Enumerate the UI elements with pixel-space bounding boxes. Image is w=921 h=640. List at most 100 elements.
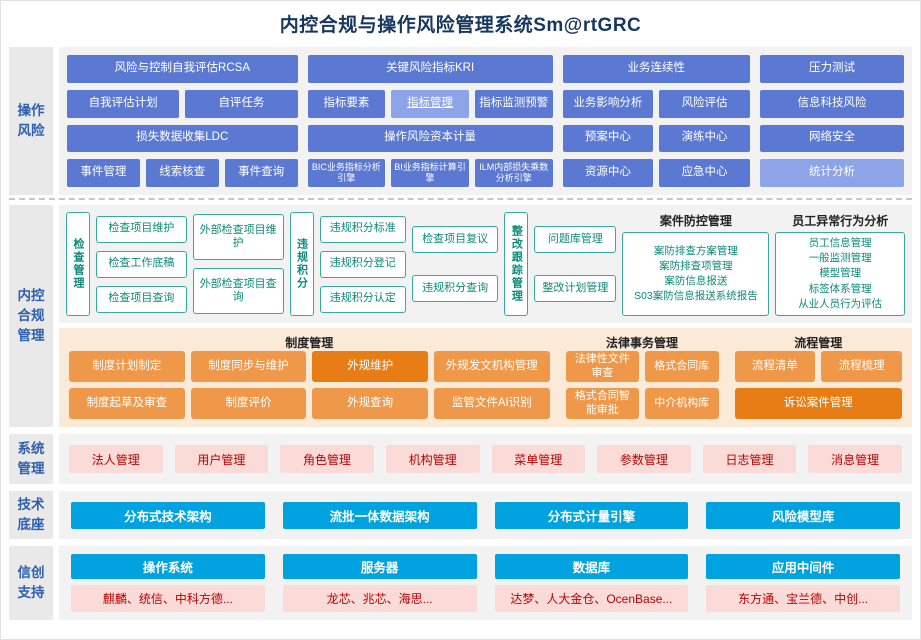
module-intermediary-lib: 中介机构库 bbox=[645, 388, 719, 419]
legal-grid: 法律性文件审查 格式合同库 格式合同智能审批 中介机构库 bbox=[565, 351, 719, 419]
employee-behavior-item: 一般监测管理 bbox=[808, 252, 872, 265]
process-mgmt-title: 流程管理 bbox=[794, 336, 843, 350]
module-distributed-engine: 分布式计量引擎 bbox=[494, 501, 689, 529]
module-plan-center: 预案中心 bbox=[562, 124, 654, 153]
rectify-col: 问题库管理 整改计划管理 bbox=[534, 212, 617, 316]
xinchuang-col-database: 数据库 达梦、人大金仓、OcenBase... bbox=[494, 554, 689, 612]
employee-behavior-item: 从业人员行为评估 bbox=[798, 297, 883, 310]
inspection-col-2: 外部检查项目维护 外部检查项目查询 bbox=[192, 212, 284, 316]
module-process-list: 流程清单 bbox=[734, 351, 816, 382]
band-compliance: 内控 合规 管理 检查管理 检查项目维护 检查工作底稿 检查项目查询 外部检查项… bbox=[9, 205, 912, 427]
module-violation-standard: 违规积分标准 bbox=[319, 215, 406, 243]
module-menu-mgmt: 菜单管理 bbox=[491, 445, 586, 473]
module-business-continuity-header: 业务连续性 bbox=[562, 55, 750, 83]
module-violation-register: 违规积分登记 bbox=[319, 250, 406, 278]
module-ilm-engine: ILM内部损失乘数分析引擎 bbox=[474, 159, 553, 187]
side-label-tech-base: 技术 底座 bbox=[9, 491, 53, 539]
dashed-separator bbox=[9, 198, 912, 200]
module-policy-evaluation: 制度评价 bbox=[190, 388, 307, 419]
op-col-business-continuity: 业务连续性 业务影响分析 风险评估 预案中心 演练中心 资源中心 应急中心 bbox=[562, 55, 750, 187]
module-event-mgmt: 事件管理 bbox=[67, 159, 140, 187]
legal-affairs-title: 法律事务管理 bbox=[606, 336, 679, 350]
module-bic-engine: BIC业务指标分析引擎 bbox=[307, 159, 386, 187]
module-resource-center: 资源中心 bbox=[562, 159, 654, 187]
module-corp-mgmt: 法人管理 bbox=[69, 445, 163, 473]
server-header: 服务器 bbox=[282, 554, 477, 579]
employee-behavior-item: 员工信息管理 bbox=[808, 237, 872, 250]
module-emergency-center: 应急中心 bbox=[659, 159, 750, 187]
op-col-rcsa-ldc: 风险与控制自我评估RCSA 自我评估计划 自评任务 损失数据收集LDC 事件管理… bbox=[67, 55, 298, 187]
module-litigation-mgmt: 诉讼案件管理 bbox=[734, 388, 902, 419]
module-policy-plan: 制度计划制定 bbox=[69, 351, 185, 382]
compliance-panel: 检查管理 检查项目维护 检查工作底稿 检查项目查询 外部检查项目维护 外部检查项… bbox=[59, 205, 912, 427]
module-drill-center: 演练中心 bbox=[659, 124, 750, 153]
xinchuang-panel: 操作系统 麒麟、统信、中科方德... 服务器 龙芯、兆芯、海思... 数据库 达… bbox=[59, 546, 912, 620]
module-issue-library: 问题库管理 bbox=[534, 226, 617, 253]
employee-behavior-group: 员工异常行为分析 员工信息管理 一般监测管理 模型管理 标签体系管理 从业人员行… bbox=[775, 212, 906, 316]
module-external-reg-maintain: 外规维护 bbox=[312, 351, 428, 382]
case-prevention-item: 案防排查方案管理 bbox=[653, 244, 738, 257]
module-param-mgmt: 参数管理 bbox=[597, 445, 691, 473]
module-distributed-arch: 分布式技术架构 bbox=[71, 501, 265, 529]
module-op-risk-capital-header: 操作风险资本计量 bbox=[307, 124, 553, 153]
module-contract-smart-approval: 格式合同智能审批 bbox=[565, 388, 640, 419]
middleware-vendors: 东方通、宝兰德、中创... bbox=[706, 585, 900, 612]
os-vendors: 麒麟、统信、中科方德... bbox=[71, 585, 265, 612]
module-inspection-item-maintain: 检查项目维护 bbox=[96, 215, 187, 243]
module-policy-draft-review: 制度起草及审查 bbox=[69, 388, 185, 419]
process-mgmt-group: 流程管理 流程清单 流程梳理 诉讼案件管理 bbox=[734, 334, 902, 419]
middleware-header: 应用中间件 bbox=[706, 554, 900, 579]
policy-legal-process-panel: 制度管理 制度计划制定 制度同步与维护 外规维护 外规发文机构管理 制度起草及审… bbox=[59, 328, 912, 427]
employee-behavior-title: 员工异常行为分析 bbox=[792, 214, 889, 228]
tech-base-panel: 分布式技术架构 流批一体数据架构 分布式计量引擎 风险模型库 bbox=[59, 491, 912, 539]
database-vendors: 达梦、人大金仓、OcenBase... bbox=[494, 585, 689, 612]
module-external-reg-query: 外规查询 bbox=[312, 388, 428, 419]
employee-behavior-item: 模型管理 bbox=[819, 267, 862, 280]
module-external-reg-org-mgmt: 外规发文机构管理 bbox=[433, 351, 550, 382]
side-label-compliance: 内控 合规 管理 bbox=[9, 205, 53, 427]
module-user-mgmt: 用户管理 bbox=[174, 445, 269, 473]
process-grid: 流程清单 流程梳理 诉讼案件管理 bbox=[734, 351, 902, 419]
op-col-right-stack: 压力测试 信息科技风险 网络安全 统计分析 bbox=[759, 55, 905, 187]
module-process-sorting: 流程梳理 bbox=[821, 351, 902, 382]
operational-risk-panel: 风险与控制自我评估RCSA 自我评估计划 自评任务 损失数据收集LDC 事件管理… bbox=[59, 47, 912, 195]
rectify-tracking-label: 整改跟踪管理 bbox=[504, 212, 529, 316]
module-network-security: 网络安全 bbox=[759, 124, 905, 153]
legal-affairs-group: 法律事务管理 法律性文件审查 格式合同库 格式合同智能审批 中介机构库 bbox=[565, 334, 719, 419]
module-rectify-plan: 整改计划管理 bbox=[534, 275, 617, 302]
module-policy-sync-maintain: 制度同步与维护 bbox=[190, 351, 307, 382]
policy-mgmt-title: 制度管理 bbox=[285, 336, 334, 350]
module-inspection-worksheet: 检查工作底稿 bbox=[96, 250, 187, 278]
module-violation-query: 违规积分查询 bbox=[411, 275, 499, 302]
xinchuang-col-server: 服务器 龙芯、兆芯、海思... bbox=[282, 554, 477, 612]
module-ldc-header: 损失数据收集LDC bbox=[67, 124, 298, 153]
system-mgmt-panel: 法人管理 用户管理 角色管理 机构管理 菜单管理 参数管理 日志管理 消息管理 bbox=[59, 434, 912, 484]
case-prevention-group: 案件防控管理 案防排查方案管理 案防排查项管理 案防信息报送 S03案防信息报送… bbox=[622, 212, 770, 316]
module-risk-model-lib: 风险模型库 bbox=[706, 501, 900, 529]
module-stress-test: 压力测试 bbox=[759, 55, 905, 83]
module-rcsa-header: 风险与控制自我评估RCSA bbox=[67, 55, 298, 83]
module-contract-template-lib: 格式合同库 bbox=[645, 351, 719, 382]
band-tech-base: 技术 底座 分布式技术架构 流批一体数据架构 分布式计量引擎 风险模型库 bbox=[9, 491, 912, 539]
os-header: 操作系统 bbox=[71, 554, 265, 579]
module-role-mgmt: 角色管理 bbox=[280, 445, 374, 473]
module-external-inspection-query: 外部检查项目查询 bbox=[192, 268, 284, 314]
module-indicator-element: 指标要素 bbox=[307, 89, 386, 118]
band-system-mgmt: 系统 管理 法人管理 用户管理 角色管理 机构管理 菜单管理 参数管理 日志管理… bbox=[9, 434, 912, 484]
module-clue-check: 线索核查 bbox=[145, 159, 219, 187]
module-external-inspection-maintain: 外部检查项目维护 bbox=[192, 214, 284, 260]
violation-col: 违规积分标准 违规积分登记 违规积分认定 bbox=[319, 212, 406, 316]
policy-mgmt-group: 制度管理 制度计划制定 制度同步与维护 外规维护 外规发文机构管理 制度起草及审… bbox=[69, 334, 550, 419]
module-message-mgmt: 消息管理 bbox=[808, 445, 902, 473]
module-violation-confirm: 违规积分认定 bbox=[319, 285, 406, 313]
xinchuang-col-os: 操作系统 麒麟、统信、中科方德... bbox=[71, 554, 265, 612]
inspection-mgmt-label: 检查管理 bbox=[66, 212, 90, 316]
module-statistics-analysis: 统计分析 bbox=[759, 159, 905, 187]
op-col-kri-capital: 关键风险指标KRI 指标要素 指标管理 指标监测预警 操作风险资本计量 BIC业… bbox=[307, 55, 553, 187]
module-self-assessment-task: 自评任务 bbox=[185, 89, 298, 118]
page-title: 内控合规与操作风险管理系统Sm@rtGRC bbox=[279, 15, 642, 36]
module-it-risk: 信息科技风险 bbox=[759, 89, 905, 118]
module-inspection-item-query: 检查项目查询 bbox=[96, 285, 187, 313]
case-prevention-item: 案防排查项管理 bbox=[659, 259, 733, 272]
